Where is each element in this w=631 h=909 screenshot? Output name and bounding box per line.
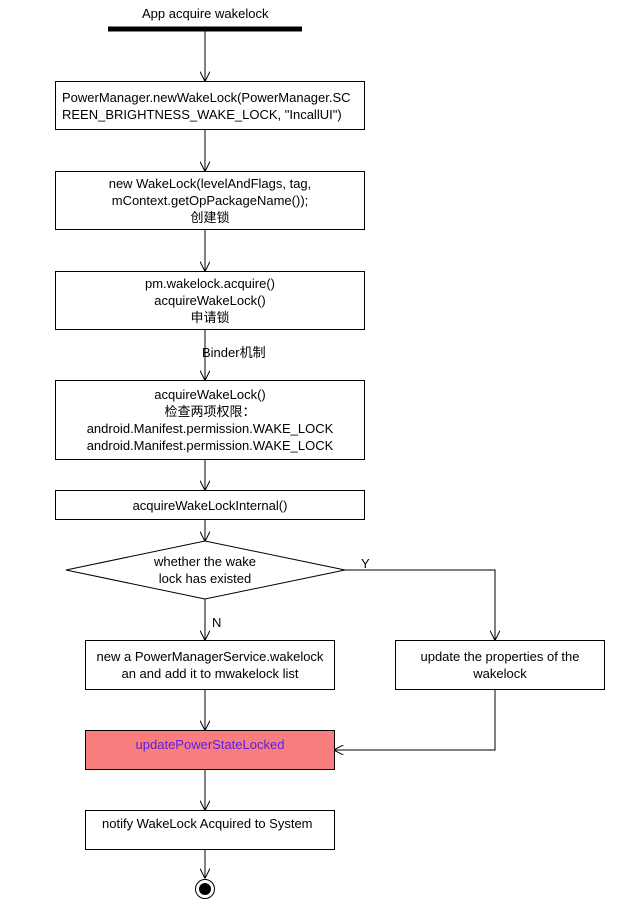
arrow-updateprops-to-updatestate <box>334 689 496 750</box>
node-text: android.Manifest.permission.WAKE_LOCK <box>86 421 334 436</box>
edge-label-yes: Y <box>361 556 370 571</box>
node-text: acquireWakeLock() <box>154 387 266 402</box>
node-acquire-internal: acquireWakeLockInternal() <box>55 490 365 520</box>
edge-label-binder: Binder机制 <box>202 345 266 360</box>
decision-text: whether the wake lock has existed <box>135 553 275 587</box>
node-text: notify WakeLock Acquired to System <box>102 816 313 831</box>
arrow-decision-yes <box>345 569 495 640</box>
node-text: REEN_BRIGHTNESS_WAKE_LOCK, "IncallUI") <box>62 106 342 122</box>
node-text: android.Manifest.permission.WAKE_LOCK <box>86 438 334 453</box>
node-text: updatePowerStateLocked <box>135 737 285 752</box>
decision-diamond <box>65 540 346 600</box>
node-text: PowerManager.newWakeLock(PowerManager.SC <box>62 89 351 105</box>
node-acquire-call: pm.wakelock.acquire() acquireWakeLock() … <box>55 271 365 330</box>
node-text: whether the wake <box>154 554 256 569</box>
node-text: update the properties of the <box>420 649 580 664</box>
node-text: acquireWakeLockInternal() <box>132 497 288 513</box>
node-text: wakelock <box>473 666 527 681</box>
end-node-inner <box>199 883 211 895</box>
node-text: mContext.getOpPackageName()); <box>111 193 309 208</box>
node-text: 申请锁 <box>190 310 230 325</box>
node-text: lock has existed <box>158 571 252 586</box>
node-new-wakelock-call: PowerManager.newWakeLock(PowerManager.SC… <box>55 81 365 130</box>
node-text: acquireWakeLock() <box>154 293 266 308</box>
edge-label-no: N <box>212 615 222 630</box>
node-text: new a PowerManagerService.wakelock <box>96 649 324 664</box>
node-update-state: updatePowerStateLocked <box>85 730 335 770</box>
start-label: App acquire wakelock <box>142 6 269 21</box>
node-add-new: new a PowerManagerService.wakelock an an… <box>85 640 335 690</box>
node-text: an and add it to mwakelock list <box>121 666 299 681</box>
node-check-permissions: acquireWakeLock() 检查两项权限： android.Manife… <box>55 380 365 460</box>
node-text: 检查两项权限： <box>164 404 256 419</box>
node-text: pm.wakelock.acquire() <box>144 276 276 291</box>
node-notify: notify WakeLock Acquired to System <box>85 810 335 850</box>
node-text: 创建锁 <box>190 210 230 225</box>
node-create-lock: new WakeLock(levelAndFlags, tag, mContex… <box>55 171 365 230</box>
node-text: new WakeLock(levelAndFlags, tag, <box>108 176 312 191</box>
node-update-props: update the properties of the wakelock <box>395 640 605 690</box>
